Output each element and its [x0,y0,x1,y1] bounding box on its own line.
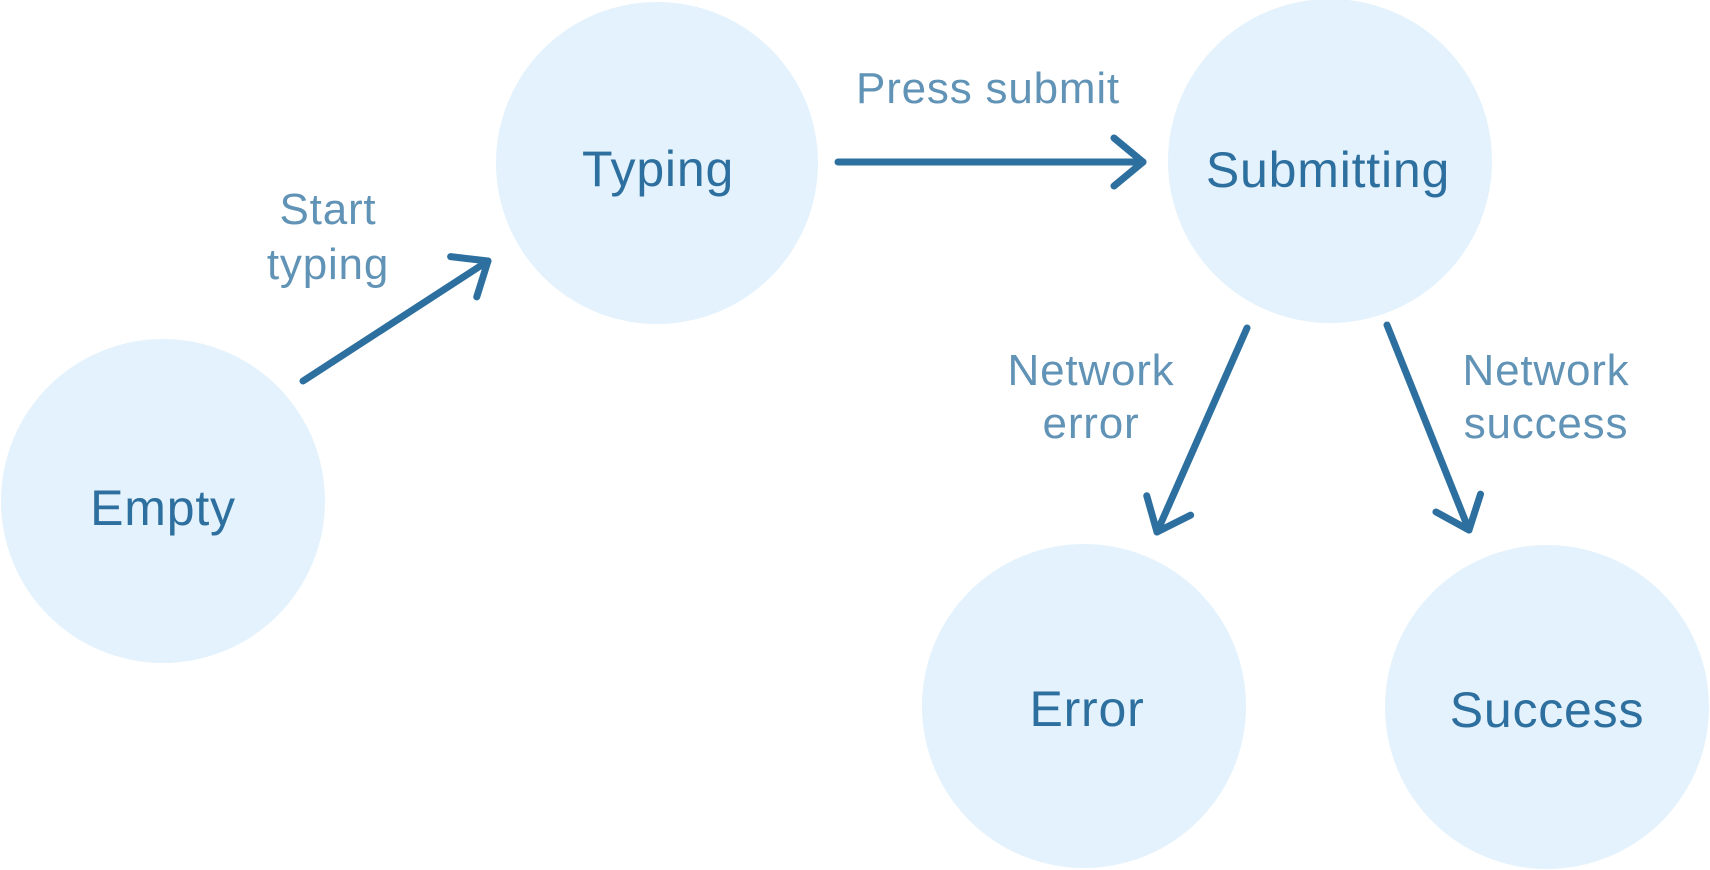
state-node-submitting: Submitting [1168,0,1492,323]
state-label-empty: Empty [90,480,236,536]
state-circle-error [922,544,1246,868]
state-node-empty: Empty [1,339,325,663]
edge-label-start-typing-line1: Start [280,185,377,234]
state-node-error: Error [922,544,1246,868]
edge-label-network-error-line1: Network [1008,346,1175,395]
edge-label-start-typing-line2: typing [267,240,389,289]
state-label-submitting: Submitting [1206,142,1450,198]
edge-label-network-success-line2: success [1464,399,1629,448]
edge-label-network-error-line2: error [1043,399,1140,448]
state-label-error: Error [1029,681,1144,737]
state-label-typing: Typing [582,141,734,197]
edge-submitting-to-success: Network success [1383,321,1630,534]
arrow-empty-to-typing [299,253,492,385]
edge-empty-to-typing: Start typing [267,185,492,385]
edge-label-press-submit: Press submit [856,64,1120,113]
edges-layer: Start typing Press submit Network error … [267,64,1630,536]
state-node-typing: Typing [496,2,818,324]
state-label-success: Success [1450,682,1645,738]
arrow-submitting-to-success [1383,321,1485,534]
state-circle-submitting [1168,0,1492,323]
state-node-success: Success [1385,545,1709,869]
state-circle-typing [496,2,818,324]
state-circle-empty [1,339,325,663]
arrow-submitting-to-error [1143,324,1251,536]
edge-submitting-to-error: Network error [1008,324,1251,536]
edge-typing-to-submitting: Press submit [834,64,1147,190]
state-circle-success [1385,545,1709,869]
edge-label-network-success-line1: Network [1463,346,1630,395]
